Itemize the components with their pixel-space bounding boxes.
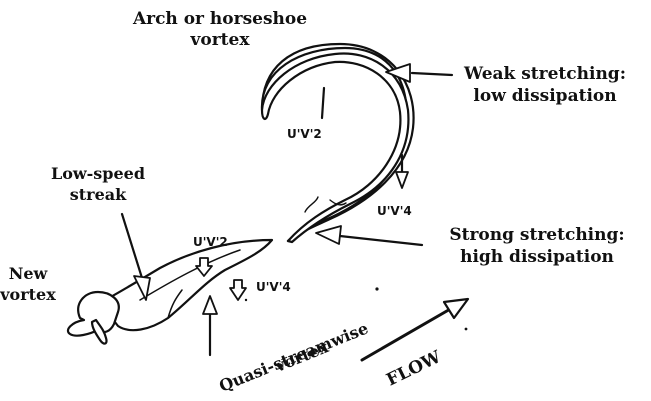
weak-stretching-line2: low dissipation — [473, 86, 616, 106]
quasi-streamwise-vortex — [100, 240, 272, 330]
arrow-quasi-streamwise — [203, 296, 217, 355]
arch-label-line1: Arch or horseshoe — [132, 9, 307, 29]
uv4-upper-label: U'V'4 — [377, 204, 412, 218]
arrow-uv4-lower — [230, 280, 246, 300]
new-vortex — [68, 292, 119, 344]
weak-stretching-line1: Weak stretching: — [463, 64, 626, 84]
strong-stretching-line2: high dissipation — [460, 247, 614, 267]
strong-stretching-line1: Strong stretching: — [449, 225, 624, 245]
flow-label: FLOW — [383, 347, 445, 391]
low-speed-streak-line2: streak — [70, 185, 127, 204]
uv2-upper-label: U'V'2 — [287, 127, 322, 141]
arrow-strong-stretching — [316, 226, 422, 245]
low-speed-streak-line1: Low-speed — [51, 164, 145, 183]
new-vortex-line2: vortex — [0, 285, 56, 304]
flow-arrow — [362, 299, 468, 360]
new-vortex-line1: New — [9, 264, 49, 283]
uv2-lower-label: U'V'2 — [193, 235, 228, 249]
uv4-lower-label: U'V'4 — [256, 280, 291, 294]
arch-label-line2: vortex — [190, 30, 251, 50]
